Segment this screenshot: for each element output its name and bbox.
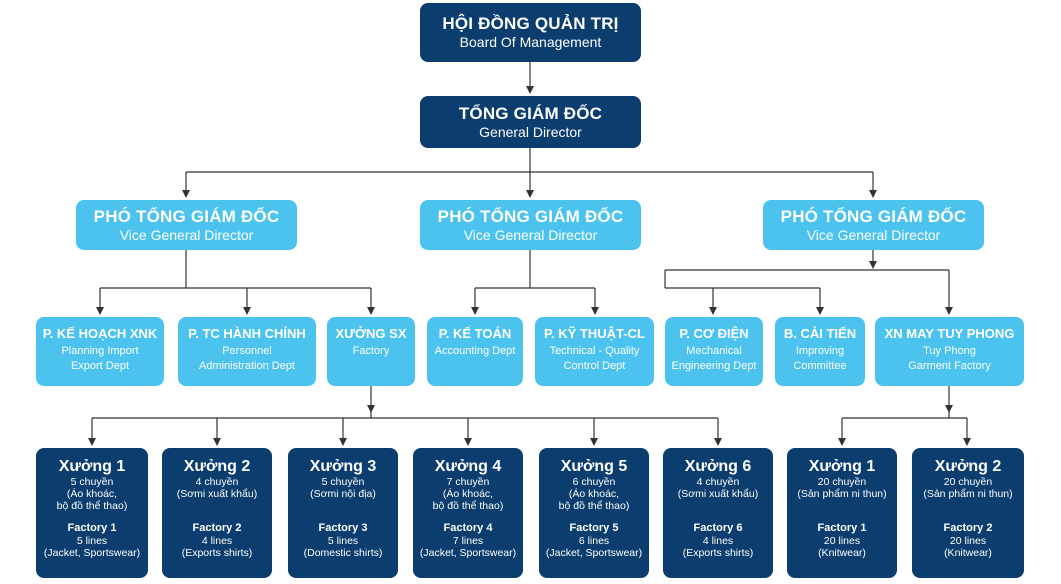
factory-name: Xưởng 2 [183,458,251,475]
factory-lines: 20 chuyền(Sản phẩm ni thun) [923,476,1013,500]
factory-lines: 5 chuyền(Sơmi nội địa) [310,476,376,500]
vice-director-subtitle: Vice General Director [119,226,254,243]
factory-name: Xưởng 5 [560,458,628,475]
factory-lines: 5 chuyền(Áo khoác,bộ đồ thể thao) [56,476,128,512]
dept-accounting-box: P. KẾ TOÁN Accounting Dept [427,317,523,386]
factory-name: Xưởng 1 [808,458,876,475]
factory-en-name: Factory 4 [443,522,493,534]
dept-title: P. TC HÀNH CHÍNH [188,326,306,341]
factory-box: Xưởng 6 4 chuyền(Sơmi xuất khẩu) Factory… [663,448,773,578]
factory-box: Xưởng 4 7 chuyền(Áo khoác,bộ đồ thể thao… [413,448,523,578]
factory-box: Xưởng 1 5 chuyền(Áo khoác,bộ đồ thể thao… [36,448,148,578]
dept-subtitle: Factory [352,345,390,357]
factory-name: Xưởng 3 [309,458,377,475]
vice-director-title: PHÓ TỔNG GIÁM ĐỐC [780,206,967,226]
dept-factory-box: XƯỞNG SX Factory [327,317,415,386]
factory-en-name: Factory 6 [693,522,743,534]
factory-en-lines: 6 lines(Jacket, Sportswear) [545,535,643,559]
factory-lines: 6 chuyền(Áo khoác,bộ đồ thể thao) [558,476,630,512]
vice-director-box: PHÓ TỔNG GIÁM ĐỐC Vice General Director [420,200,641,250]
factory-lines: 4 chuyền(Sơmi xuất khẩu) [176,476,258,500]
general-director-subtitle: General Director [479,123,582,140]
factory-box: Xưởng 1 20 chuyền(Sản phẩm ni thun) Fact… [787,448,897,578]
factory-en-name: Factory 2 [943,522,993,534]
vice-director-title: PHÓ TỔNG GIÁM ĐỐC [93,206,280,226]
dept-title: B. CẢI TIẾN [783,326,857,341]
factory-en-lines: 4 lines(Exports shirts) [181,535,253,559]
dept-title: P. KỸ THUẬT-CL [544,326,645,341]
factory-en-name: Factory 3 [318,522,368,534]
factory-lines: 7 chuyền(Áo khoác,bộ đồ thể thao) [432,476,504,512]
dept-title: XN MAY TUY PHONG [884,326,1015,341]
factory-en-name: Factory 2 [192,522,242,534]
factory-en-lines: 5 lines(Jacket, Sportswear) [43,535,141,559]
dept-title: P. KẾ HOẠCH XNK [42,326,158,341]
factory-en-name: Factory 1 [67,522,117,534]
board-title: HỘI ĐỒNG QUẢN TRỊ [442,14,619,33]
factory-en-lines: 7 lines(Jacket, Sportswear) [419,535,517,559]
general-director-title: TỔNG GIÁM ĐỐC [458,103,603,123]
factory-en-lines: 20 lines(Knitwear) [944,535,992,559]
factory-box: Xưởng 3 5 chuyền(Sơmi nội địa) Factory 3… [288,448,398,578]
board-subtitle: Board Of Management [459,34,602,50]
dept-title: P. CƠ ĐIỆN [679,326,749,341]
vice-director-box: PHÓ TỔNG GIÁM ĐỐC Vice General Director [763,200,984,250]
factory-box: Xưởng 2 4 chuyền(Sơmi xuất khẩu) Factory… [162,448,272,578]
vice-director-subtitle: Vice General Director [806,226,941,243]
factory-name: Xưởng 1 [58,458,126,475]
factory-lines: 20 chuyền(Sản phẩm ni thun) [797,476,887,500]
factory-en-lines: 4 lines(Exports shirts) [682,535,754,559]
vice-director-subtitle: Vice General Director [463,226,598,243]
factory-box: Xưởng 5 6 chuyền(Áo khoác,bộ đồ thể thao… [539,448,649,578]
factory-name: Xưởng 2 [934,458,1002,475]
vice-director-title: PHÓ TỔNG GIÁM ĐỐC [437,206,624,226]
dept-title: P. KẾ TOÁN [438,326,512,341]
factory-en-name: Factory 5 [569,522,619,534]
factory-en-lines: 5 lines(Domestic shirts) [303,535,383,559]
dept-title: XƯỞNG SX [335,326,407,341]
factory-name: Xưởng 4 [434,458,502,475]
board-box: HỘI ĐỒNG QUẢN TRỊ Board Of Management [420,3,641,62]
factory-box: Xưởng 2 20 chuyền(Sản phẩm ni thun) Fact… [912,448,1024,578]
vice-director-box: PHÓ TỔNG GIÁM ĐỐC Vice General Director [76,200,297,250]
general-director-box: TỔNG GIÁM ĐỐC General Director [420,96,641,148]
factory-lines: 4 chuyền(Sơmi xuất khẩu) [677,476,759,500]
factory-name: Xưởng 6 [684,458,752,475]
factory-en-name: Factory 1 [817,522,867,534]
factory-en-lines: 20 lines(Knitwear) [818,535,866,559]
dept-subtitle: Accounting Dept [434,345,516,357]
